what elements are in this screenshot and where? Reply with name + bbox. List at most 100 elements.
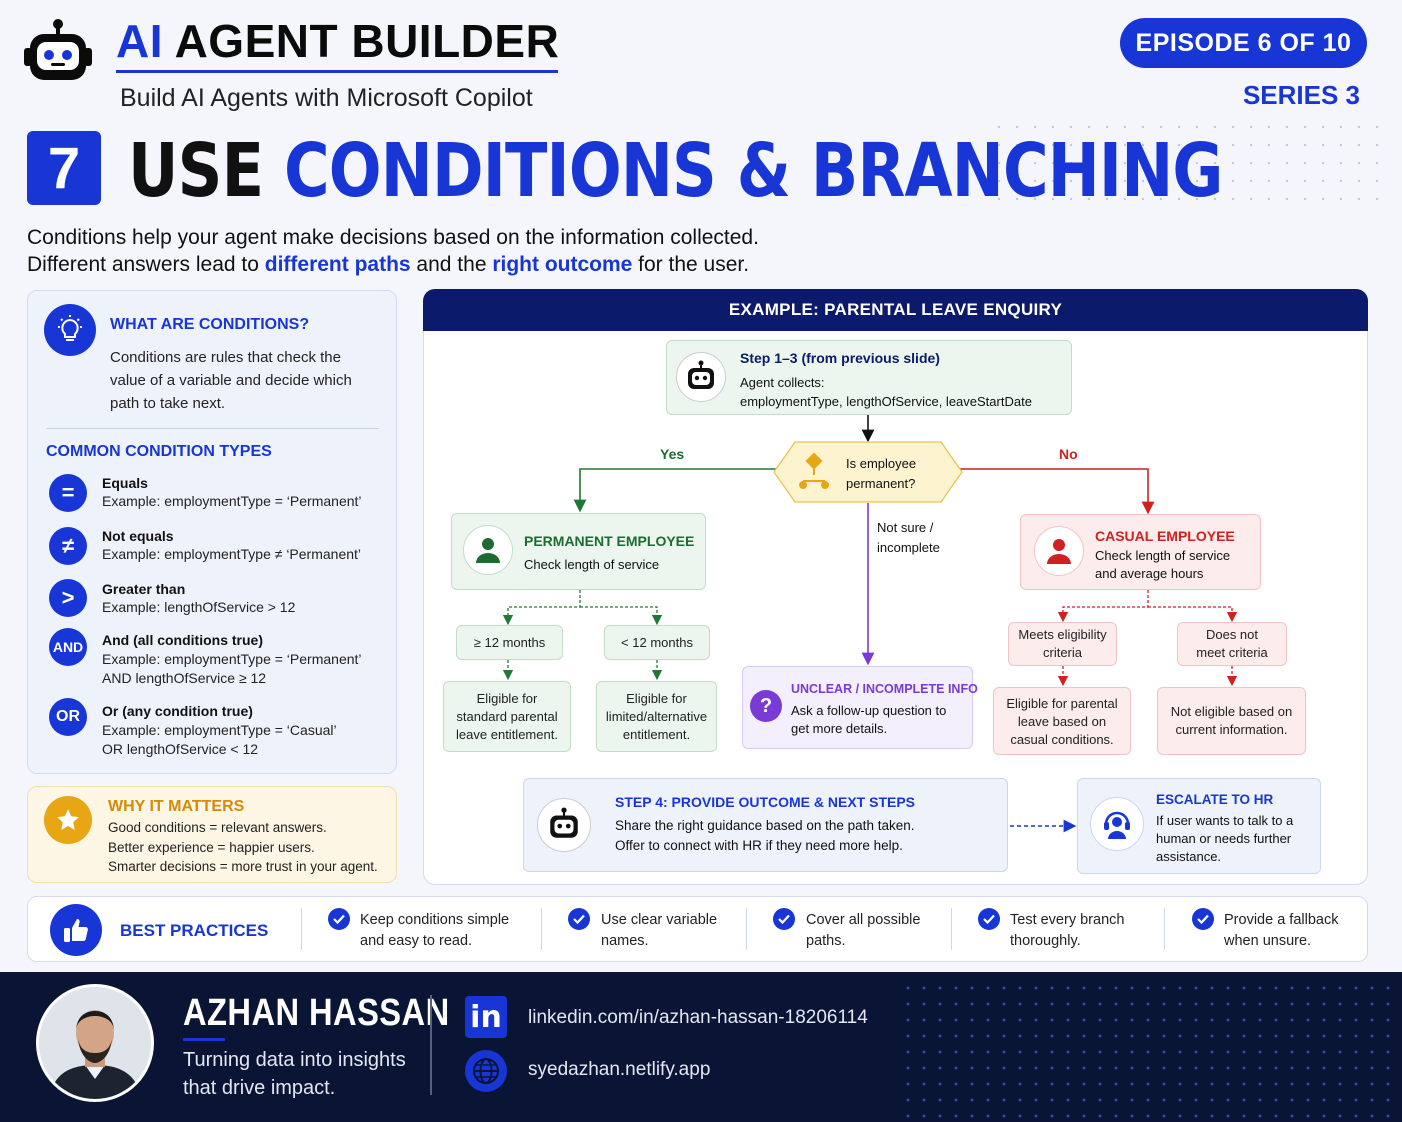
arrow-perm-branch-2: [580, 606, 663, 626]
casual-result-2: Not eligible based on current informatio…: [1157, 687, 1306, 755]
greater-than-icon: >: [49, 579, 87, 617]
intro-part: for the user.: [632, 253, 750, 276]
condition-example: Example: employmentType = ‘Permanent’: [102, 493, 362, 509]
star-icon: [44, 796, 92, 844]
website-link[interactable]: syedazhan.netlify.app: [528, 1059, 711, 1080]
page-title: USE CONDITIONS & BRANCHING: [128, 128, 1223, 214]
start-step-text: Agent collects: employmentType, lengthOf…: [740, 373, 1032, 411]
best-practice-line: thoroughly.: [1010, 933, 1081, 949]
check-icon: [1192, 908, 1214, 930]
best-practices-bar: [27, 896, 1368, 962]
separator: [301, 908, 302, 950]
intro-part: and the: [410, 253, 493, 276]
yes-label: Yes: [660, 446, 685, 462]
best-practice-line: Cover all possible: [806, 912, 921, 928]
step-4-line: Offer to connect with HR if they need mo…: [615, 838, 903, 853]
step-4-title: STEP 4: PROVIDE OUTCOME & NEXT STEPS: [615, 794, 916, 810]
arrow-perm-branch-1: [502, 590, 581, 626]
lightbulb-icon: [44, 304, 96, 356]
unclear-info-title: UNCLEAR / INCOMPLETE INFO: [791, 682, 978, 696]
separator: [746, 908, 747, 950]
arrow-no: [958, 468, 1155, 515]
start-step-line: Agent collects:: [740, 375, 825, 390]
best-practice-line: names.: [601, 933, 649, 949]
section-number: 7: [27, 131, 101, 205]
what-are-conditions-text: Conditions are rules that check the valu…: [110, 349, 352, 412]
best-practice-line: and easy to read.: [360, 933, 473, 949]
robot-icon: [676, 352, 726, 402]
arrow-casual-branch-2: [1148, 606, 1238, 623]
unclear-info-text: Ask a follow-up question to get more det…: [791, 703, 947, 736]
brand-title-rest: AGENT BUILDER: [174, 15, 560, 67]
condition-example-line: Example: employmentType = ‘Permanent’: [102, 651, 362, 667]
tagline-line: that drive impact.: [183, 1077, 336, 1099]
intro-line-1: Conditions help your agent make decision…: [27, 226, 759, 249]
best-practice-item: Keep conditions simple and easy to read.: [360, 910, 509, 952]
decorative-dots: [990, 118, 1390, 208]
check-icon: [978, 908, 1000, 930]
start-step-box: [666, 340, 1072, 415]
intro-highlight-2: right outcome: [492, 253, 633, 276]
decision-text: Is employee permanent?: [846, 456, 917, 491]
what-are-conditions-heading: WHAT ARE CONDITIONS?: [110, 316, 310, 333]
question-icon: ?: [750, 690, 782, 722]
brand-title-ai: AI: [116, 15, 163, 67]
separator: [951, 908, 952, 950]
condition-name: And (all conditions true): [102, 632, 263, 648]
arrow-yes: [573, 468, 778, 513]
series-label: SERIES 3: [1242, 80, 1360, 110]
start-step-title: Step 1–3 (from previous slide): [740, 350, 940, 366]
condition-example: Example: employmentType = ‘Casual’OR len…: [102, 721, 337, 759]
why-line: Smarter decisions = more trust in your a…: [108, 859, 378, 874]
condition-example: Example: employmentType ≠ ‘Permanent’: [102, 546, 362, 562]
unsure-label: Not sure / incomplete: [877, 520, 940, 555]
intro-text: Conditions help your agent make decision…: [27, 224, 927, 278]
why-it-matters-panel: [27, 786, 397, 883]
flowchart-heading: EXAMPLE: PARENTAL LEAVE ENQUIRY: [423, 289, 1368, 331]
brand-underline: [116, 70, 558, 73]
best-practice-line: Keep conditions simple: [360, 912, 510, 928]
intro-line-2: Different answers lead to different path…: [27, 251, 927, 278]
linkedin-icon[interactable]: in: [465, 996, 507, 1038]
condition-name: Equals: [102, 475, 148, 491]
intro-part: Different answers lead to: [27, 253, 265, 276]
perm-result-1: Eligible for standard parental leave ent…: [443, 681, 571, 752]
casual-result-1: Eligible for parental leave based on cas…: [993, 687, 1131, 755]
robot-logo-icon: [24, 19, 92, 80]
separator: [541, 908, 542, 950]
or-icon: OR: [49, 698, 87, 736]
condition-example: Example: lengthOfService > 12: [102, 599, 296, 615]
casual-condition-1: Meets eligibility criteria: [1008, 622, 1117, 666]
step-4-box: [523, 778, 1008, 872]
escalate-hr-text: If user wants to talk to a human or need…: [1156, 813, 1294, 864]
person-icon: [1034, 526, 1084, 576]
best-practice-item: Use clear variable names.: [601, 910, 717, 952]
best-practice-line: Test every branch: [1010, 912, 1125, 928]
and-icon: AND: [49, 628, 87, 666]
condition-example-line: OR lengthOfService < 12: [102, 741, 259, 757]
globe-icon[interactable]: [465, 1050, 507, 1092]
why-line: Better experience = happier users.: [108, 839, 315, 855]
decision-diamond: [773, 441, 963, 503]
condition-name: Not equals: [102, 528, 174, 544]
perm-condition-2: < 12 months: [604, 625, 710, 660]
intro-highlight-1: different paths: [264, 253, 411, 276]
casual-employee-text: Check length of service and average hour…: [1095, 548, 1231, 581]
check-icon: [328, 908, 350, 930]
best-practice-line: Use clear variable: [601, 912, 718, 928]
divider: [46, 428, 379, 429]
why-it-matters-text: Good conditions = relevant answers. Bett…: [108, 818, 378, 877]
start-step-line: employmentType, lengthOfService, leaveSt…: [740, 394, 1032, 409]
footer-separator: [430, 995, 432, 1095]
perm-condition-1: ≥ 12 months: [456, 625, 563, 660]
no-label: No: [1059, 446, 1078, 462]
check-icon: [773, 908, 795, 930]
equals-icon: =: [49, 474, 87, 512]
best-practice-line: Provide a fallback: [1224, 912, 1339, 928]
permanent-employee-text: Check length of service: [524, 557, 660, 572]
linkedin-link[interactable]: linkedin.com/in/azhan-hassan-18206114: [528, 1007, 868, 1028]
tagline-line: Turning data into insights: [183, 1049, 406, 1071]
step-4-line: Share the right guidance based on the pa…: [615, 818, 915, 833]
